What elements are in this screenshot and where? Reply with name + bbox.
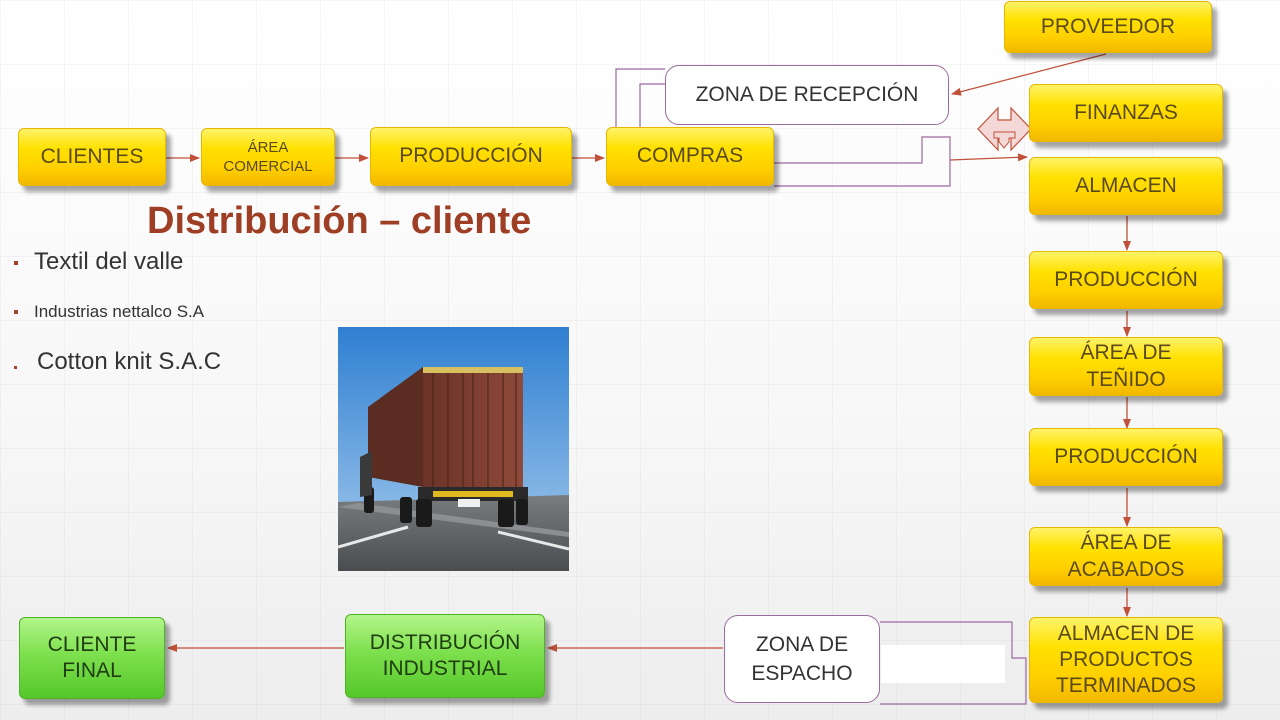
node-produccion-top-label: PRODUCCIÓN xyxy=(399,144,543,168)
elbow-almacen-despacho xyxy=(880,621,1027,705)
node-zona-despacho-label: ZONA DE ESPACHO xyxy=(751,632,853,685)
bullet-item: Textil del valle xyxy=(34,248,184,275)
bullet-item: Cotton knit S.A.C xyxy=(37,348,222,375)
node-almacen-productos-label: ALMACEN DE PRODUCTOS TERMINADOS xyxy=(1055,621,1196,698)
truck-photo xyxy=(338,327,569,571)
node-finanzas: FINANZAS xyxy=(1029,84,1223,142)
node-area-acabados-label: ÁREA DE ACABADOS xyxy=(1067,531,1185,581)
node-zona-despacho: ZONA DE ESPACHO xyxy=(724,615,880,703)
node-area-comercial-label: ÁREA COMERCIAL xyxy=(223,138,313,176)
node-zona-recepcion-label: ZONA DE RECEPCIÓN xyxy=(695,83,919,107)
elbow-fill xyxy=(881,645,1005,683)
node-produccion-1-label: PRODUCCIÓN xyxy=(1054,267,1198,291)
arrow-compras-almacen xyxy=(949,153,1028,162)
bullet-marker xyxy=(14,366,17,369)
bullet-marker xyxy=(14,310,18,314)
node-area-comercial: ÁREA COMERCIAL xyxy=(201,128,335,186)
elbow-compras-recepcion xyxy=(774,136,951,187)
node-area-tenido: ÁREA DE TEÑIDO xyxy=(1029,337,1223,396)
node-area-tenido-label: ÁREA DE TEÑIDO xyxy=(1080,341,1172,391)
node-cliente-final: CLIENTE FINAL xyxy=(19,617,165,699)
node-area-acabados: ÁREA DE ACABADOS xyxy=(1029,527,1223,586)
node-produccion-top: PRODUCCIÓN xyxy=(370,127,572,186)
node-proveedor-label: PROVEEDOR xyxy=(1040,14,1176,38)
node-cliente-final-label: CLIENTE FINAL xyxy=(47,632,137,682)
node-distribucion-industrial: DISTRIBUCIÓN INDUSTRIAL xyxy=(345,614,545,698)
node-zona-recepcion: ZONA DE RECEPCIÓN xyxy=(665,65,949,125)
arrow-proveedor-recepcion xyxy=(951,53,1107,96)
node-produccion-1: PRODUCCIÓN xyxy=(1029,251,1223,309)
bullet-marker xyxy=(14,261,18,265)
node-clientes-label: CLIENTES xyxy=(40,144,144,168)
node-compras: COMPRAS xyxy=(606,127,774,186)
slide-title: Distribución – cliente xyxy=(147,200,532,242)
elbow-recepcion-compras xyxy=(615,68,665,129)
node-finanzas-label: FINANZAS xyxy=(1074,100,1178,124)
node-produccion-2: PRODUCCIÓN xyxy=(1029,428,1223,486)
node-produccion-2-label: PRODUCCIÓN xyxy=(1054,444,1198,468)
node-compras-label: COMPRAS xyxy=(636,144,744,168)
node-almacen-label: ALMACEN xyxy=(1075,173,1177,197)
node-distribucion-industrial-label: DISTRIBUCIÓN INDUSTRIAL xyxy=(369,630,521,680)
double-arrow-icon xyxy=(977,106,1032,152)
bullet-item: Industrias nettalco S.A xyxy=(34,302,205,321)
node-almacen: ALMACEN xyxy=(1029,157,1223,215)
node-proveedor: PROVEEDOR xyxy=(1004,1,1212,53)
node-almacen-productos: ALMACEN DE PRODUCTOS TERMINADOS xyxy=(1029,617,1223,703)
node-clientes: CLIENTES xyxy=(18,128,166,186)
